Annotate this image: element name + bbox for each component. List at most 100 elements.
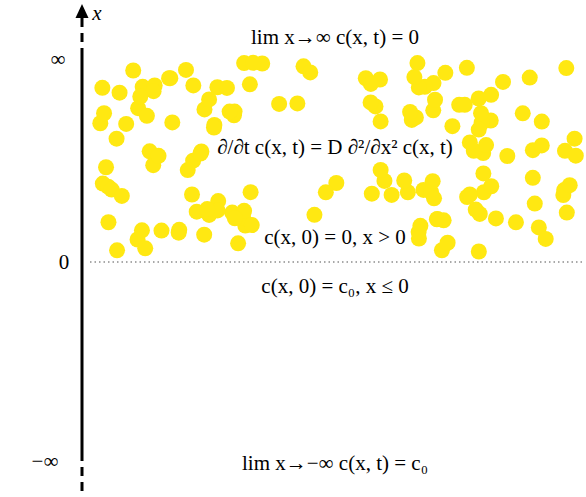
particle-dot bbox=[396, 172, 412, 188]
axis-line bbox=[81, 52, 84, 452]
axis-dashed-top bbox=[81, 18, 84, 52]
particle-dot bbox=[100, 214, 116, 230]
particle-dot bbox=[488, 210, 504, 226]
particle-dot bbox=[98, 159, 114, 175]
particle-dot bbox=[114, 188, 130, 204]
particle-dot bbox=[219, 80, 235, 96]
particle-dot bbox=[109, 131, 125, 147]
axis-tick-label: 0 bbox=[59, 251, 70, 274]
particle-dot bbox=[363, 76, 379, 92]
initial-condition: c(x, 0) = 0, x > 0 bbox=[264, 226, 406, 249]
particle-dot bbox=[534, 137, 550, 153]
axis-tick-label: −∞ bbox=[32, 450, 59, 473]
particle-dot bbox=[538, 231, 554, 247]
particle-dot bbox=[527, 196, 543, 212]
axis-label: x bbox=[92, 2, 101, 25]
particle-dot bbox=[244, 217, 260, 233]
boundary-line bbox=[90, 261, 582, 262]
particle-dot bbox=[192, 145, 208, 161]
particle-dot bbox=[425, 173, 441, 189]
particle-dot bbox=[427, 92, 443, 108]
particle-dot bbox=[402, 104, 418, 120]
particle-dot bbox=[363, 94, 379, 110]
initial-condition: c(x, 0) = c₀, x ≤ 0 bbox=[261, 275, 408, 298]
boundary-condition: lim x→∞ c(x, t) = 0 bbox=[251, 26, 419, 49]
particle-dot bbox=[243, 184, 259, 200]
particle-dot bbox=[206, 120, 222, 136]
particle-dot bbox=[230, 235, 246, 251]
particle-dot bbox=[436, 212, 452, 228]
particle-dot bbox=[478, 137, 494, 153]
particle-dot bbox=[473, 105, 489, 121]
particle-dot bbox=[180, 162, 196, 178]
particle-dot bbox=[459, 60, 475, 76]
particle-dot bbox=[94, 80, 110, 96]
particle-dot bbox=[562, 177, 578, 193]
particle-dot bbox=[171, 225, 187, 241]
particle-dot bbox=[525, 170, 541, 186]
particle-dot bbox=[364, 186, 380, 202]
particle-dot bbox=[499, 148, 515, 164]
particle-dot bbox=[199, 201, 215, 217]
particle-dot bbox=[384, 187, 400, 203]
particle-dot bbox=[534, 114, 550, 130]
particle-dot bbox=[444, 118, 460, 134]
particle-dot bbox=[164, 114, 180, 130]
particle-dot bbox=[373, 162, 389, 178]
particle-dot bbox=[178, 62, 194, 78]
particle-dot bbox=[112, 85, 128, 101]
particle-dot bbox=[483, 178, 499, 194]
particle-dot bbox=[567, 131, 583, 147]
particle-dot bbox=[161, 70, 177, 86]
particle-dot bbox=[242, 76, 258, 92]
particle-dot bbox=[151, 148, 167, 164]
particle-dot bbox=[201, 91, 217, 107]
particle-dot bbox=[522, 70, 538, 86]
particle-dot bbox=[318, 184, 334, 200]
particle-dot bbox=[125, 63, 141, 79]
particle-dot bbox=[409, 55, 425, 71]
particle-dot bbox=[96, 105, 112, 121]
particle-dot bbox=[118, 116, 134, 132]
particle-dot bbox=[153, 223, 169, 239]
particle-dot bbox=[426, 190, 442, 206]
particle-dot bbox=[184, 186, 200, 202]
particle-dot bbox=[373, 113, 389, 129]
particle-dot bbox=[132, 88, 148, 104]
boundary-condition: lim x→−∞ c(x, t) = c₀ bbox=[242, 452, 428, 475]
particle-dot bbox=[559, 205, 575, 221]
particle-dot bbox=[437, 65, 453, 81]
particle-dot bbox=[558, 60, 574, 76]
diffusion-equation: ∂/∂t c(x, t) = D ∂²/∂x² c(x, t) bbox=[217, 136, 453, 159]
particle-dot bbox=[471, 243, 487, 259]
particle-dot bbox=[468, 202, 484, 218]
particle-dot bbox=[271, 96, 287, 112]
particle-dot bbox=[471, 122, 487, 138]
particle-dot bbox=[134, 222, 150, 238]
particle-dot bbox=[462, 186, 478, 202]
particle-dot bbox=[568, 148, 584, 164]
particle-dot bbox=[196, 227, 212, 243]
particle-dot bbox=[457, 97, 473, 113]
axis-dashed-bottom bbox=[81, 452, 84, 497]
particle-cloud bbox=[92, 55, 583, 260]
particle-dot bbox=[222, 104, 238, 120]
axis-arrowhead bbox=[76, 4, 89, 18]
particle-dot bbox=[406, 69, 422, 85]
particle-dot bbox=[508, 214, 524, 230]
particle-dot bbox=[139, 108, 155, 124]
particle-dot bbox=[302, 64, 318, 80]
particle-dot bbox=[185, 77, 201, 93]
particle-dot bbox=[440, 235, 456, 251]
particle-dot bbox=[289, 95, 305, 111]
particle-dot bbox=[515, 105, 531, 121]
particle-dot bbox=[411, 230, 427, 246]
particle-dot bbox=[495, 74, 511, 90]
particle-dot bbox=[137, 240, 153, 256]
particle-dot bbox=[306, 207, 322, 223]
particle-dot bbox=[245, 55, 261, 71]
particle-dot bbox=[483, 87, 499, 103]
axis-tick-label: ∞ bbox=[51, 48, 66, 71]
particle-dot bbox=[227, 210, 243, 226]
